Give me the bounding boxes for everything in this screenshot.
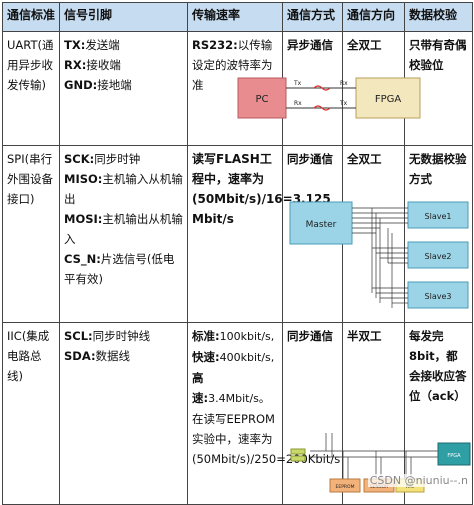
uart-rate-label: RS232: xyxy=(192,38,238,52)
spi-detail-cell: 读写FLASH工程中，速率为(50Mbit/s)/16=3.125 Mbit/s… xyxy=(187,145,473,323)
header-row: 通信标准 信号引脚 传输速率 通信方式 通信方向 数据校验 xyxy=(2,2,473,32)
iic-pins: SCL:同步时钟线 SDA:数据线 xyxy=(59,322,188,505)
spi-row: SPI(串行外围设备接口) SCK:同步时钟 MISO:主机输入从机输出 MOS… xyxy=(2,145,473,323)
iic-fpga-box xyxy=(437,442,471,466)
spi-slave1-box xyxy=(407,201,469,229)
header-rate: 传输速率 xyxy=(187,2,283,32)
spi-slave3-box xyxy=(407,281,469,309)
uart-fpga-label: FPGA xyxy=(375,94,402,105)
uart-pc-label: PC xyxy=(255,94,268,105)
iic-pin-scl: SCL:同步时钟线 xyxy=(64,329,151,343)
uart-check: 只带有奇偶校验位 xyxy=(409,38,467,72)
iic-standard: IIC(集成电路总线) xyxy=(2,322,60,505)
spi-direction: 全双工 xyxy=(347,152,382,166)
uart-mode: 异步通信 xyxy=(287,38,333,52)
uart-pin-tx: TX:发送端 xyxy=(64,38,120,52)
iic-eeprom-label: EEPROM xyxy=(336,484,355,490)
spi-slave1-label: Slave1 xyxy=(425,212,452,221)
header-standard: 通信标准 xyxy=(2,2,60,32)
uart-pin-gnd: GND:接地端 xyxy=(64,78,132,92)
uart-rx-label-2: Rx xyxy=(294,100,302,107)
iic-rate-note: 在读写EEPROM实验中，速率为(50Mbit/s)/250=200Kbit/s xyxy=(192,412,341,466)
iic-rate-standard: 标准:100kbit/s, xyxy=(192,329,275,343)
spi-pin-mosi: MOSI:主机输出从机输入 xyxy=(64,212,183,246)
uart-tx-label-2: Tx xyxy=(339,100,348,107)
uart-rx-label: Rx xyxy=(340,80,348,87)
spi-master-label: Master xyxy=(306,220,337,230)
header-check: 数据校验 xyxy=(404,2,473,32)
iic-check: 每发完8bit，都会接收应答位（ack） xyxy=(409,329,467,403)
iic-fpga-label: FPGA xyxy=(447,453,461,459)
header-pins: 信号引脚 xyxy=(59,2,188,32)
uart-diagram: PC FPGA Tx Rx Rx Tx xyxy=(237,77,421,119)
uart-tx-label: Tx xyxy=(293,80,302,87)
spi-diagram: Master Slave1 Slave2 Slave3 xyxy=(289,201,469,309)
uart-direction: 全双工 xyxy=(347,38,382,52)
uart-pc-box xyxy=(237,77,287,119)
spi-pins: SCK:同步时钟 MISO:主机输入从机输出 MOSI:主机输出从机输入 CS_… xyxy=(59,145,188,323)
spi-slave3-label: Slave3 xyxy=(425,292,452,301)
spi-slave2-box xyxy=(407,241,469,269)
iic-rtc-label: RTC xyxy=(406,484,414,490)
spi-slave2-label: Slave2 xyxy=(425,252,452,261)
iic-pin-sda: SDA:数据线 xyxy=(64,349,131,363)
iic-sensor-label: SENSOR xyxy=(370,484,389,490)
iic-scl-terminal xyxy=(290,448,306,455)
spi-pin-csn: CS_N:片选信号(低电平有效) xyxy=(64,252,175,286)
iic-mode: 同步通信 xyxy=(287,329,333,343)
iic-sda-terminal xyxy=(290,455,306,462)
uart-pin-rx: RX:接收端 xyxy=(64,58,121,72)
uart-detail-cell: RS232:以传输设定的波特率为准 异步通信 全双工 只带有奇偶校验位 PC F… xyxy=(187,31,473,146)
uart-fpga-box xyxy=(355,77,421,119)
spi-pin-sck: SCK:同步时钟 xyxy=(64,152,141,166)
iic-rate-high: 高速:3.4Mbit/s。 xyxy=(192,371,270,405)
spi-pin-miso: MISO:主机输入从机输出 xyxy=(64,172,183,206)
header-mode: 通信方式 xyxy=(282,2,343,32)
watermark: CSDN @niuniu--.n xyxy=(367,474,470,487)
uart-rate-text: 以传输设定的波特率为准 xyxy=(192,38,273,92)
spi-check: 无数据校验方式 xyxy=(409,152,467,186)
uart-row: UART(通用异步收发传输) TX:发送端 RX:接收端 GND:接地端 RS2… xyxy=(2,31,473,146)
uart-pins: TX:发送端 RX:接收端 GND:接地端 xyxy=(59,31,188,146)
spi-rate: 读写FLASH工程中，速率为(50Mbit/s)/16=3.125 Mbit/s xyxy=(192,152,331,226)
spi-standard: SPI(串行外围设备接口) xyxy=(2,145,60,323)
iic-direction: 半双工 xyxy=(347,329,382,343)
iic-rate-fast: 快速:400kbit/s, xyxy=(192,350,275,364)
spi-mode: 同步通信 xyxy=(287,152,333,166)
header-direction: 通信方向 xyxy=(342,2,405,32)
uart-standard: UART(通用异步收发传输) xyxy=(2,31,60,146)
